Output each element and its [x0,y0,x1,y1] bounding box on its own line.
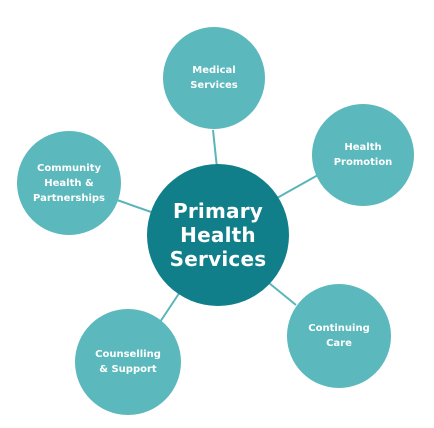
connector-health-promotion [276,174,319,199]
node-continuing-care: Continuing Care [287,284,391,388]
connector-medical [212,129,218,169]
node-health-promotion: Health Promotion [312,104,414,206]
node-community-health-label: Community Health & Partnerships [33,162,105,204]
connector-community [116,199,155,214]
node-counselling-support-label: Counselling & Support [95,349,161,375]
center-label: Primary Health Services [169,199,267,271]
node-community-health: Community Health & Partnerships [17,131,121,235]
node-medical-services: Medical Services [163,27,265,129]
node-continuing-care-label: Continuing Care [308,323,370,349]
node-counselling-support: Counselling & Support [75,309,181,415]
node-health-promotion-label: Health Promotion [333,142,393,168]
node-medical-services-label: Medical Services [190,65,238,91]
connector-counselling [159,291,181,323]
connector-continuing-care [268,282,297,306]
node-primary-health-services: Primary Health Services [147,164,289,306]
